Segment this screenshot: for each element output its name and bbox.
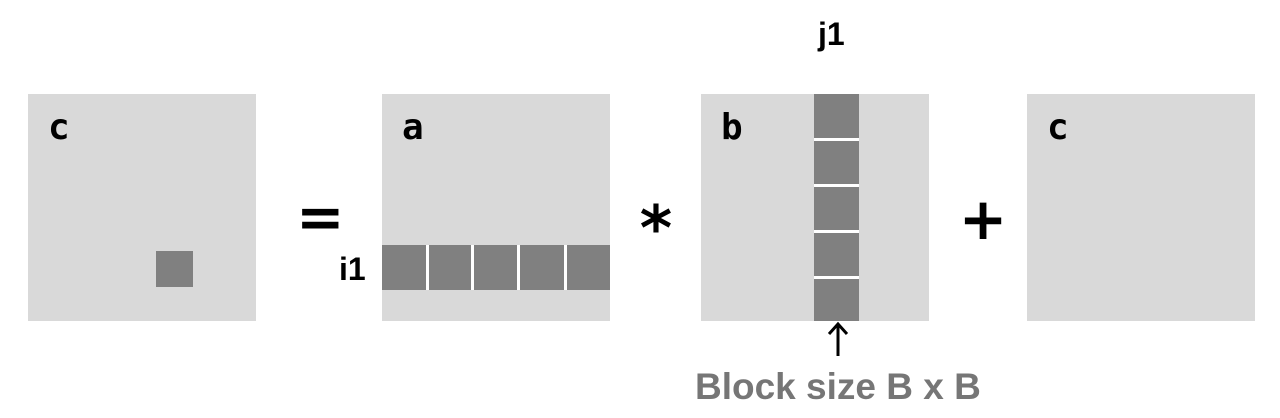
row-block-divider [564,245,567,290]
result-block [156,251,193,287]
column-block-divider [814,230,859,233]
matrix-b-label: b [721,107,743,148]
block-size-caption: Block size B x B [695,366,981,407]
column-block-strip [814,94,859,321]
column-block-divider [814,276,859,279]
row-index-label: i1 [339,251,366,287]
column-block-divider [814,138,859,141]
equals-operator: = [296,183,345,251]
row-block-strip [382,245,610,290]
multiply-operator: * [639,192,673,265]
column-block-divider [814,184,859,187]
column-index-label: j1 [818,16,845,52]
matrix-b: b [701,94,929,321]
matrix-a: a [382,94,610,321]
up-arrow-icon [827,321,849,356]
row-block-divider [471,245,474,290]
matrix-c-addend: c [1027,94,1255,321]
matrix-c-result-label: c [48,107,70,148]
row-block-divider [517,245,520,290]
matrix-a-label: a [402,107,424,148]
matrix-c-result: c [28,94,256,321]
plus-operator: + [958,185,1008,253]
matrix-c-addend-label: c [1047,107,1069,148]
row-block-divider [426,245,429,290]
